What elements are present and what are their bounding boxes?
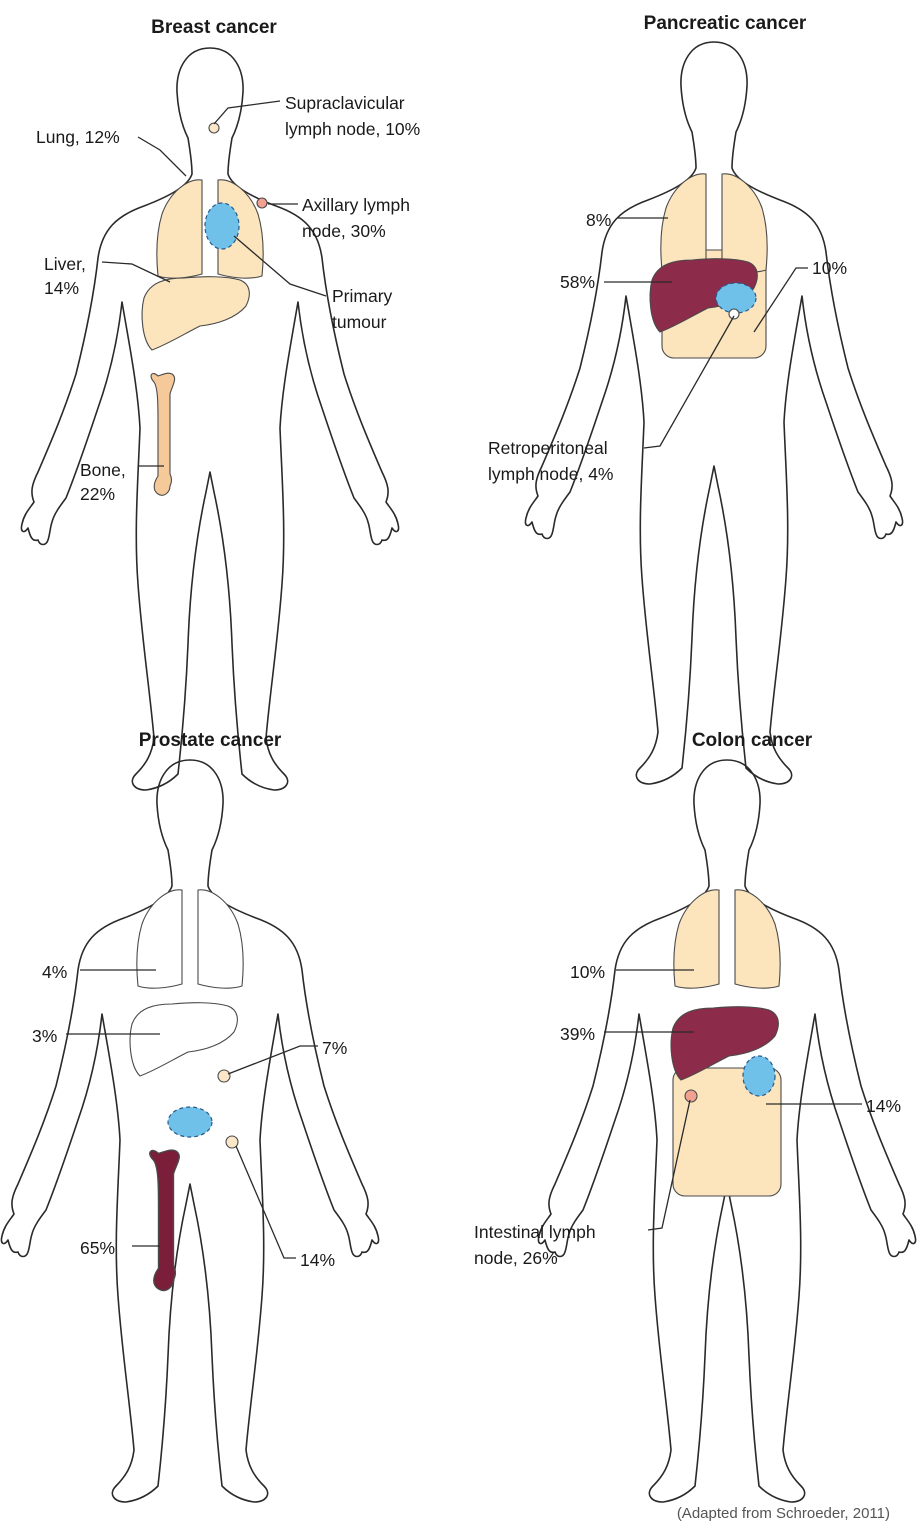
panel-breast: Breast cancer Supraclavicular lymph node… [21,17,420,790]
source-credit: (Adapted from Schroeder, 2011) [677,1505,890,1522]
label-liver: 3% [32,1026,57,1046]
label-bone-2: 22% [80,484,115,504]
label-abdomen: 14% [866,1096,901,1116]
panel-title: Colon cancer [692,730,813,751]
label-intestinal-2: node, 26% [474,1248,558,1268]
label-supraclavicular-1: Supraclavicular [285,93,405,113]
label-retro-1: Retroperitoneal [488,438,608,458]
label-lung: 4% [42,962,67,982]
panel-colon: Colon cancer 10% 39% 14% Intestinal lymp… [474,730,916,1502]
panel-title: Prostate cancer [139,730,282,751]
bone-femur [150,1150,179,1290]
label-supraclavicular-2: lymph node, 10% [285,119,420,139]
label-liver: 39% [560,1024,595,1044]
panel-title: Breast cancer [151,17,277,38]
label-retro-2: lymph node, 4% [488,464,614,484]
primary-tumour-shape [205,203,239,249]
liver-organ [130,1003,237,1076]
liver-organ [142,277,249,350]
pancreatic-tumour-shape [716,283,756,313]
label-bone-1: Bone, [80,460,126,480]
supraclavicular-node [209,123,219,133]
retroperitoneal-node [729,309,739,319]
body-outline [21,48,398,790]
label-lung: Lung, 12% [36,127,120,147]
label-intestinal-1: Intestinal lymph [474,1222,596,1242]
axillary-node [257,198,267,208]
panel-prostate: Prostate cancer 4% 3% 7% 65% 14% [1,730,378,1502]
leader-line [214,101,280,124]
bone-femur [151,373,175,495]
body-outline [525,42,902,784]
lungs-organ [137,890,243,988]
panel-pancreatic: Pancreatic cancer 8% 58% 10% Retroperito… [488,13,903,784]
label-axillary-1: Axillary lymph [302,195,410,215]
label-abdomen: 10% [812,258,847,278]
prostate-tumour-shape [168,1107,212,1137]
colon-tumour-shape [743,1056,775,1096]
leader-line [138,137,186,176]
intestinal-node [685,1090,697,1102]
label-pelvic: 14% [300,1250,335,1270]
label-primary-2: tumour [332,312,387,332]
label-liver-1: Liver, [44,254,86,274]
label-axillary-2: node, 30% [302,221,386,241]
lymph-node [218,1070,230,1082]
label-node: 7% [322,1038,347,1058]
leader-line [236,1146,296,1258]
label-liver-2: 14% [44,278,79,298]
label-primary-1: Primary [332,286,393,306]
label-lung: 10% [570,962,605,982]
lungs-organ [674,890,780,988]
leader-line [228,1046,318,1074]
label-liver: 58% [560,272,595,292]
label-bone: 65% [80,1238,115,1258]
label-lung: 8% [586,210,611,230]
panel-title: Pancreatic cancer [644,13,807,34]
